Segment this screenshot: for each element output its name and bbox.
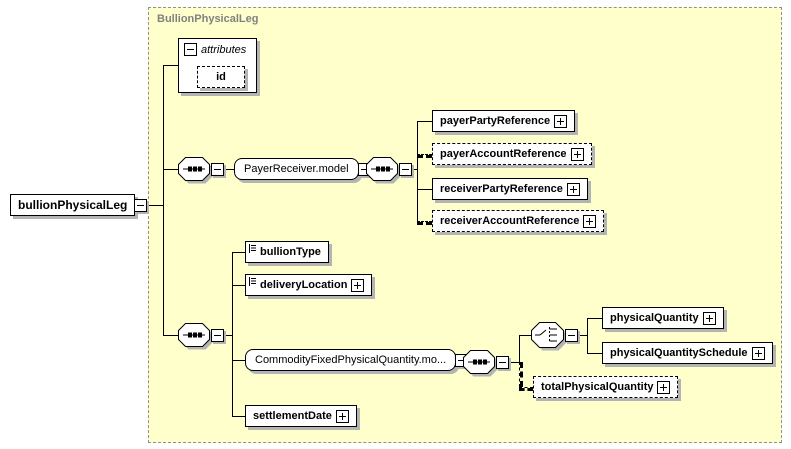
connector-branch-line-optional (519, 362, 523, 387)
element-label: bullionType (260, 246, 321, 258)
group-CommodityFixedPhysicalQuantity-model[interactable]: CommodityFixedPhysicalQuantity.mo... (245, 349, 469, 371)
expand-button[interactable] (554, 114, 568, 128)
element-deliveryLocation[interactable]: deliveryLocation (245, 274, 373, 296)
element-receiverPartyReference[interactable]: receiverPartyReference (432, 178, 588, 200)
sequence-icon[interactable] (463, 350, 501, 379)
attribute-id[interactable]: id (197, 66, 245, 88)
element-label: totalPhysicalQuantity (541, 381, 654, 393)
collapse-button[interactable] (565, 329, 578, 342)
element-receiverAccountReference[interactable]: receiverAccountReference (432, 210, 605, 232)
connector-trunk-line (163, 65, 164, 335)
expand-button[interactable] (657, 380, 671, 394)
sequence-icon[interactable] (178, 157, 216, 186)
element-label: physicalQuantity (610, 312, 699, 324)
group-PayerReceiver-model[interactable]: PayerReceiver.model (234, 158, 371, 180)
expand-button[interactable] (583, 214, 597, 228)
attributes-box[interactable]: attributes id (178, 38, 257, 93)
connector-line (232, 252, 245, 253)
collapse-button[interactable] (211, 163, 224, 176)
text-content-icon (249, 244, 256, 253)
element-label: bullionPhysicalLeg (18, 198, 128, 212)
connector-line (140, 205, 163, 206)
element-label: settlementDate (253, 410, 332, 422)
expand-button[interactable] (751, 346, 765, 360)
element-settlementDate[interactable]: settlementDate (245, 405, 357, 427)
choice-icon[interactable] (531, 322, 570, 353)
element-payerAccountReference[interactable]: payerAccountReference (432, 143, 592, 165)
group-label: PayerReceiver.model (244, 163, 349, 175)
connector-line (163, 65, 178, 66)
text-content-icon (249, 277, 256, 286)
connector-branch-line (519, 335, 520, 362)
expand-button[interactable] (351, 278, 365, 292)
expand-button[interactable] (566, 182, 580, 196)
expand-button[interactable] (702, 311, 716, 325)
connector-branch-line (587, 318, 588, 353)
sequence-icon[interactable] (366, 157, 404, 186)
connector-line (587, 353, 602, 354)
element-label: physicalQuantitySchedule (610, 347, 748, 359)
group-label: CommodityFixedPhysicalQuantity.mo... (255, 354, 447, 366)
attributes-label: attributes (201, 43, 247, 56)
attribute-label: id (216, 71, 226, 83)
element-physicalQuantitySchedule[interactable]: physicalQuantitySchedule (602, 342, 773, 364)
connector-line (417, 121, 432, 122)
connector-branch-line (417, 121, 418, 221)
element-label: receiverPartyReference (440, 183, 563, 195)
collapse-button[interactable] (184, 43, 197, 56)
sequence-icon[interactable] (178, 323, 216, 352)
connector-line-optional (519, 387, 533, 391)
connector-line-optional (417, 154, 432, 158)
connector-line (519, 335, 532, 336)
connector-branch-line (232, 252, 233, 416)
element-bullionType[interactable]: bullionType (245, 241, 329, 263)
element-label: deliveryLocation (260, 279, 348, 291)
expand-button[interactable] (570, 147, 584, 161)
connector-line (417, 189, 432, 190)
model-group-title: BullionPhysicalLeg (157, 13, 259, 25)
collapse-button[interactable] (211, 329, 224, 342)
collapse-button[interactable] (496, 356, 509, 369)
collapse-button[interactable] (134, 199, 148, 212)
expand-button[interactable] (335, 409, 349, 423)
collapse-button[interactable] (399, 163, 412, 176)
attributes-header: attributes (179, 39, 256, 56)
element-label: payerPartyReference (440, 115, 551, 127)
connector-line-optional (417, 221, 432, 225)
element-totalPhysicalQuantity[interactable]: totalPhysicalQuantity (533, 376, 679, 398)
element-physicalQuantity[interactable]: physicalQuantity (602, 307, 724, 329)
element-label: receiverAccountReference (440, 215, 580, 227)
element-bullionPhysicalLeg[interactable]: bullionPhysicalLeg (10, 194, 148, 216)
connector-line (509, 362, 519, 363)
element-payerPartyReference[interactable]: payerPartyReference (432, 110, 576, 132)
connector-line (232, 416, 245, 417)
connector-line (232, 285, 245, 286)
connector-line (578, 335, 587, 336)
connector-line (587, 318, 602, 319)
element-label: payerAccountReference (440, 148, 567, 160)
